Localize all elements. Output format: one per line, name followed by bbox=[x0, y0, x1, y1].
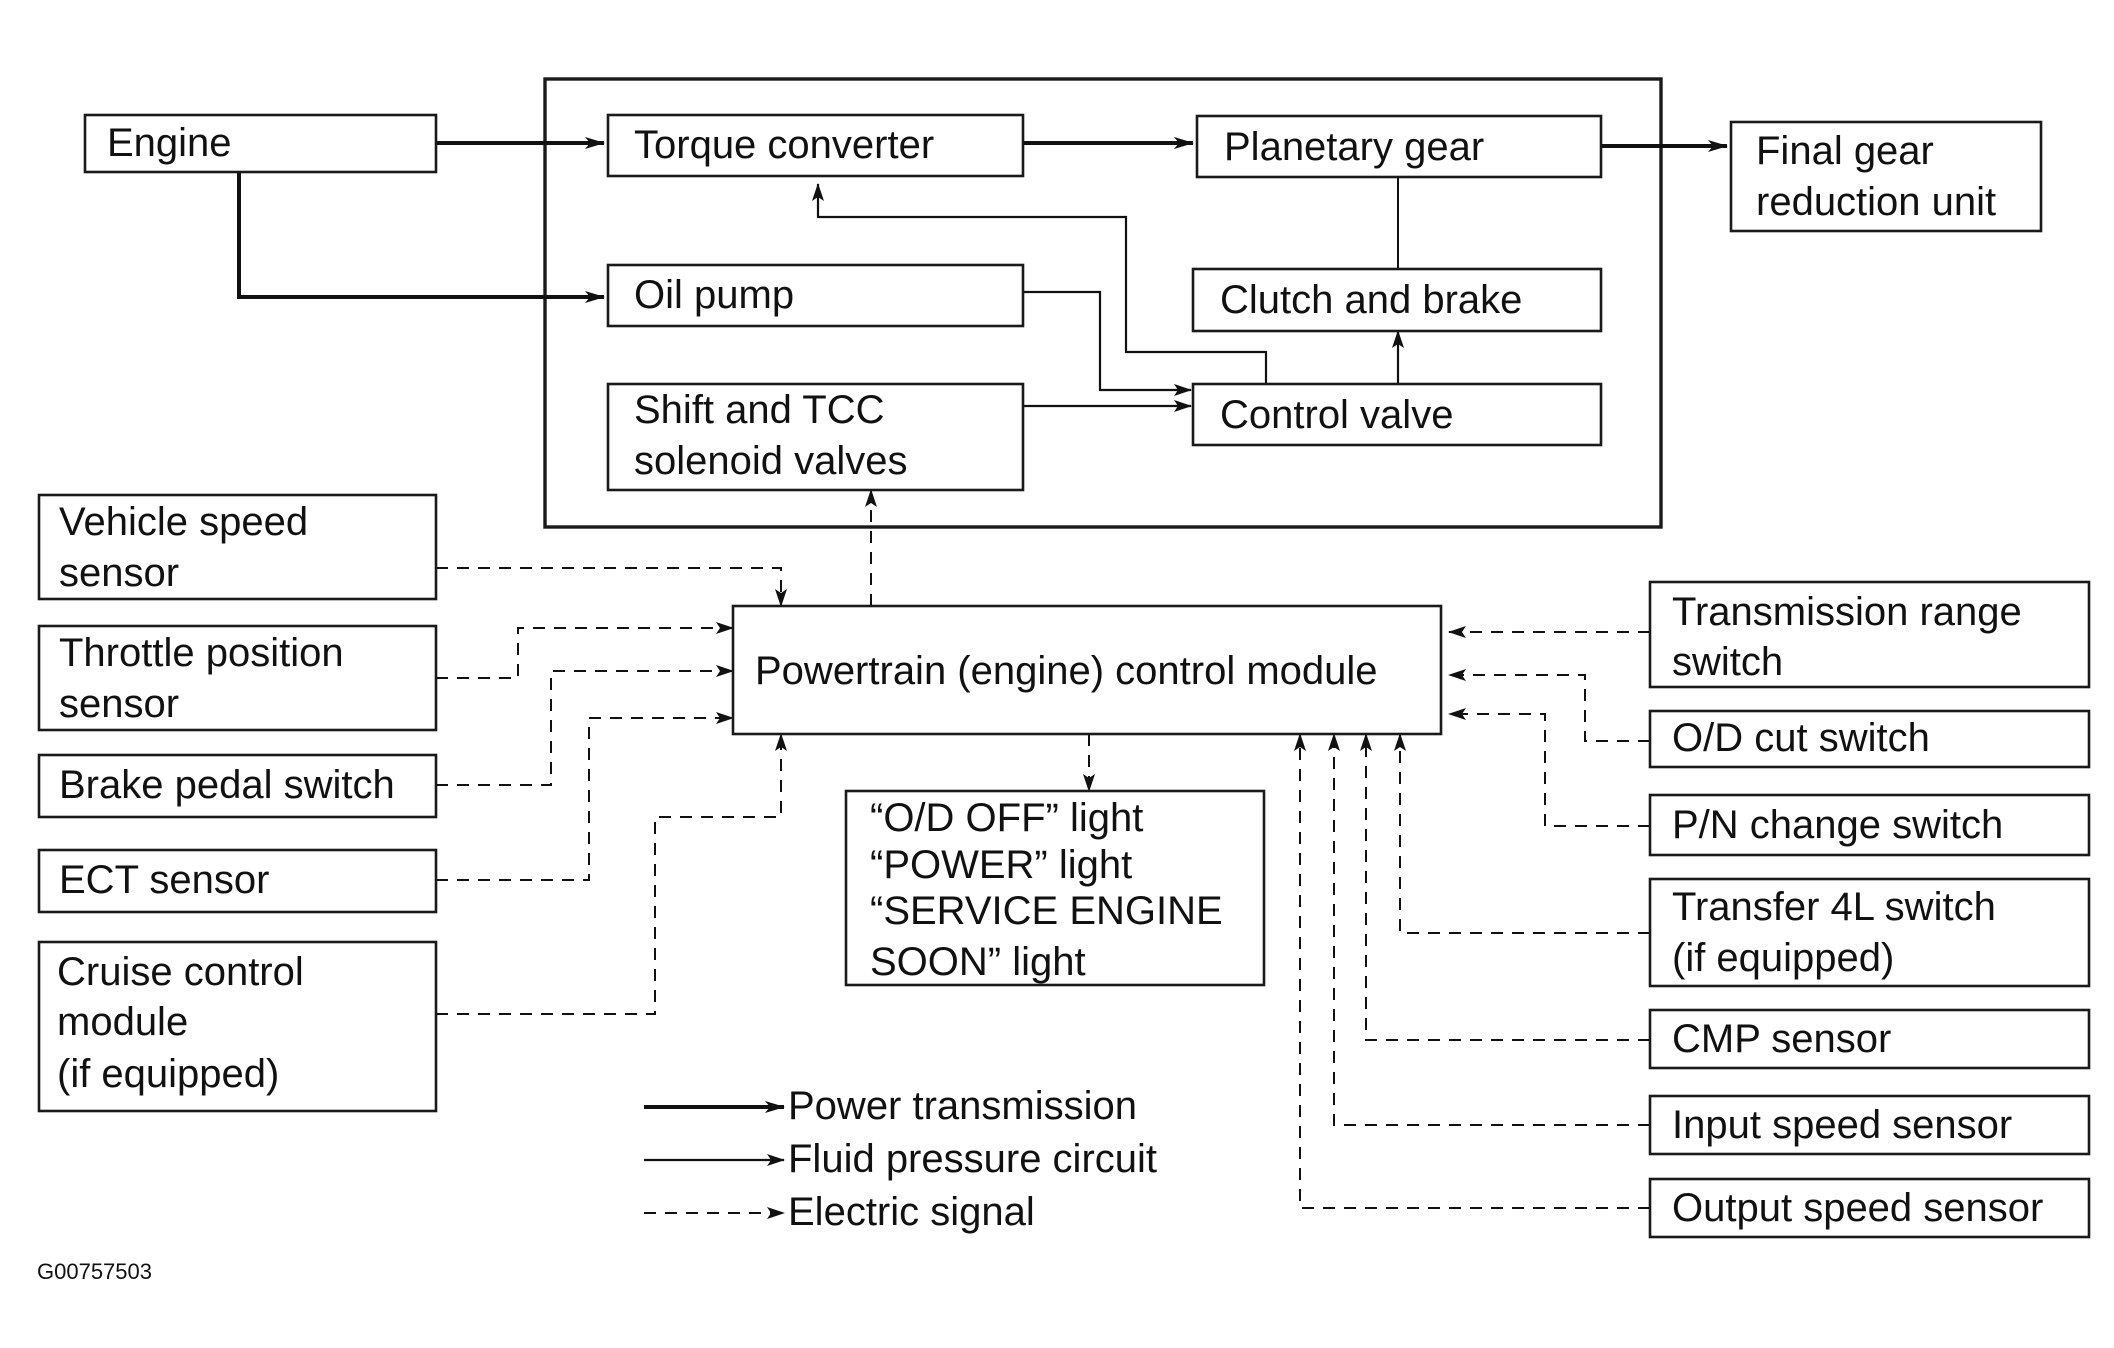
signal-output-speed bbox=[1294, 733, 1650, 1209]
signal-throttle-position bbox=[436, 622, 734, 679]
indicator-od-off: “O/D OFF” light bbox=[870, 796, 1143, 840]
cmp-label: CMP sensor bbox=[1672, 1017, 1891, 1061]
pcm-block: Powertrain (engine) control module bbox=[731, 604, 1443, 736]
od-cut-label: O/D cut switch bbox=[1672, 716, 1930, 760]
engine-label: Engine bbox=[107, 121, 232, 165]
output-speed-label: Output speed sensor bbox=[1672, 1186, 2043, 1230]
cmp-sensor-block: CMP sensor bbox=[1648, 1008, 2091, 1070]
vehicle-speed-label-line1: Vehicle speed bbox=[59, 500, 308, 544]
legend-fluid-label: Fluid pressure circuit bbox=[788, 1137, 1157, 1181]
throttle-position-label-line1: Throttle position bbox=[59, 631, 344, 675]
signal-vehicle-speed bbox=[436, 567, 787, 607]
legend-power-label: Power transmission bbox=[788, 1084, 1137, 1128]
final-gear-label-line1: Final gear bbox=[1756, 129, 1934, 173]
clutch-brake-label: Clutch and brake bbox=[1220, 278, 1522, 322]
clutch-brake-block: Clutch and brake bbox=[1191, 267, 1603, 333]
cruise-control-label-line2: module bbox=[57, 1000, 188, 1044]
range-switch-label-line1: Transmission range bbox=[1672, 590, 2022, 634]
power-line-engine-oilpump bbox=[237, 172, 605, 303]
transmission-frame bbox=[543, 77, 1663, 529]
legend: Power transmission Fluid pressure circui… bbox=[644, 1084, 1157, 1234]
vehicle-speed-sensor-block: Vehicle speed sensor bbox=[37, 493, 438, 601]
engine-block: Engine bbox=[83, 113, 438, 174]
solenoid-valves-block: Shift and TCC solenoid valves bbox=[606, 382, 1025, 492]
output-speed-sensor-block: Output speed sensor bbox=[1648, 1177, 2091, 1239]
cruise-control-label-line1: Cruise control bbox=[57, 950, 304, 994]
cruise-control-module-block: Cruise control module (if equipped) bbox=[37, 940, 438, 1113]
signal-brake-pedal bbox=[436, 665, 734, 786]
signal-transfer-4l bbox=[1394, 733, 1650, 934]
legend-electric-label: Electric signal bbox=[788, 1190, 1035, 1234]
solenoid-valves-label-line2: solenoid valves bbox=[634, 439, 908, 483]
fluid-line-valve-torque bbox=[812, 183, 1268, 384]
pn-change-switch-block: P/N change switch bbox=[1648, 793, 2091, 857]
signal-cruise-control bbox=[436, 733, 787, 1015]
control-valve-block: Control valve bbox=[1191, 382, 1603, 447]
range-switch-label-line2: switch bbox=[1672, 640, 1783, 684]
signal-od-cut bbox=[1448, 669, 1650, 742]
signal-ect bbox=[436, 712, 734, 881]
signal-cmp bbox=[1360, 733, 1650, 1041]
brake-pedal-label: Brake pedal switch bbox=[59, 763, 395, 807]
torque-converter-label: Torque converter bbox=[634, 123, 934, 167]
pn-change-label: P/N change switch bbox=[1672, 803, 2003, 847]
oil-pump-block: Oil pump bbox=[606, 263, 1025, 328]
vehicle-speed-label-line2: sensor bbox=[59, 551, 179, 595]
ect-sensor-block: ECT sensor bbox=[37, 848, 438, 914]
oil-pump-label: Oil pump bbox=[634, 273, 794, 317]
indicator-lights-block: “O/D OFF” light “POWER” light “SERVICE E… bbox=[844, 789, 1266, 987]
indicator-power: “POWER” light bbox=[870, 843, 1132, 887]
control-valve-label: Control valve bbox=[1220, 393, 1453, 437]
torque-converter-block: Torque converter bbox=[606, 113, 1025, 178]
throttle-position-label-line2: sensor bbox=[59, 682, 179, 726]
od-cut-switch-block: O/D cut switch bbox=[1648, 709, 2091, 769]
transfer-4l-label-line1: Transfer 4L switch bbox=[1672, 885, 1996, 929]
final-gear-label-line2: reduction unit bbox=[1756, 180, 1996, 224]
signal-pn-change bbox=[1448, 708, 1650, 827]
throttle-position-sensor-block: Throttle position sensor bbox=[37, 624, 438, 732]
figure-code: G00757503 bbox=[37, 1259, 152, 1284]
transfer-4l-label-line2: (if equipped) bbox=[1672, 936, 1894, 980]
transfer-4l-switch-block: Transfer 4L switch (if equipped) bbox=[1648, 877, 2091, 988]
fluid-line-oilpump-valve bbox=[1023, 290, 1192, 396]
cruise-control-label-line3: (if equipped) bbox=[57, 1052, 279, 1096]
final-gear-block: Final gear reduction unit bbox=[1729, 120, 2043, 233]
ect-label: ECT sensor bbox=[59, 858, 269, 902]
input-speed-label: Input speed sensor bbox=[1672, 1103, 2012, 1147]
planetary-gear-block: Planetary gear bbox=[1195, 114, 1603, 179]
solenoid-valves-label-line1: Shift and TCC bbox=[634, 388, 885, 432]
brake-pedal-switch-block: Brake pedal switch bbox=[37, 753, 438, 819]
indicator-soon: SOON” light bbox=[870, 940, 1086, 984]
planetary-gear-label: Planetary gear bbox=[1224, 125, 1484, 169]
signal-input-speed bbox=[1328, 733, 1650, 1126]
indicator-service-engine: “SERVICE ENGINE bbox=[870, 889, 1223, 933]
input-speed-sensor-block: Input speed sensor bbox=[1648, 1094, 2091, 1156]
pcm-label: Powertrain (engine) control module bbox=[755, 649, 1378, 693]
transmission-range-switch-block: Transmission range switch bbox=[1648, 580, 2091, 689]
